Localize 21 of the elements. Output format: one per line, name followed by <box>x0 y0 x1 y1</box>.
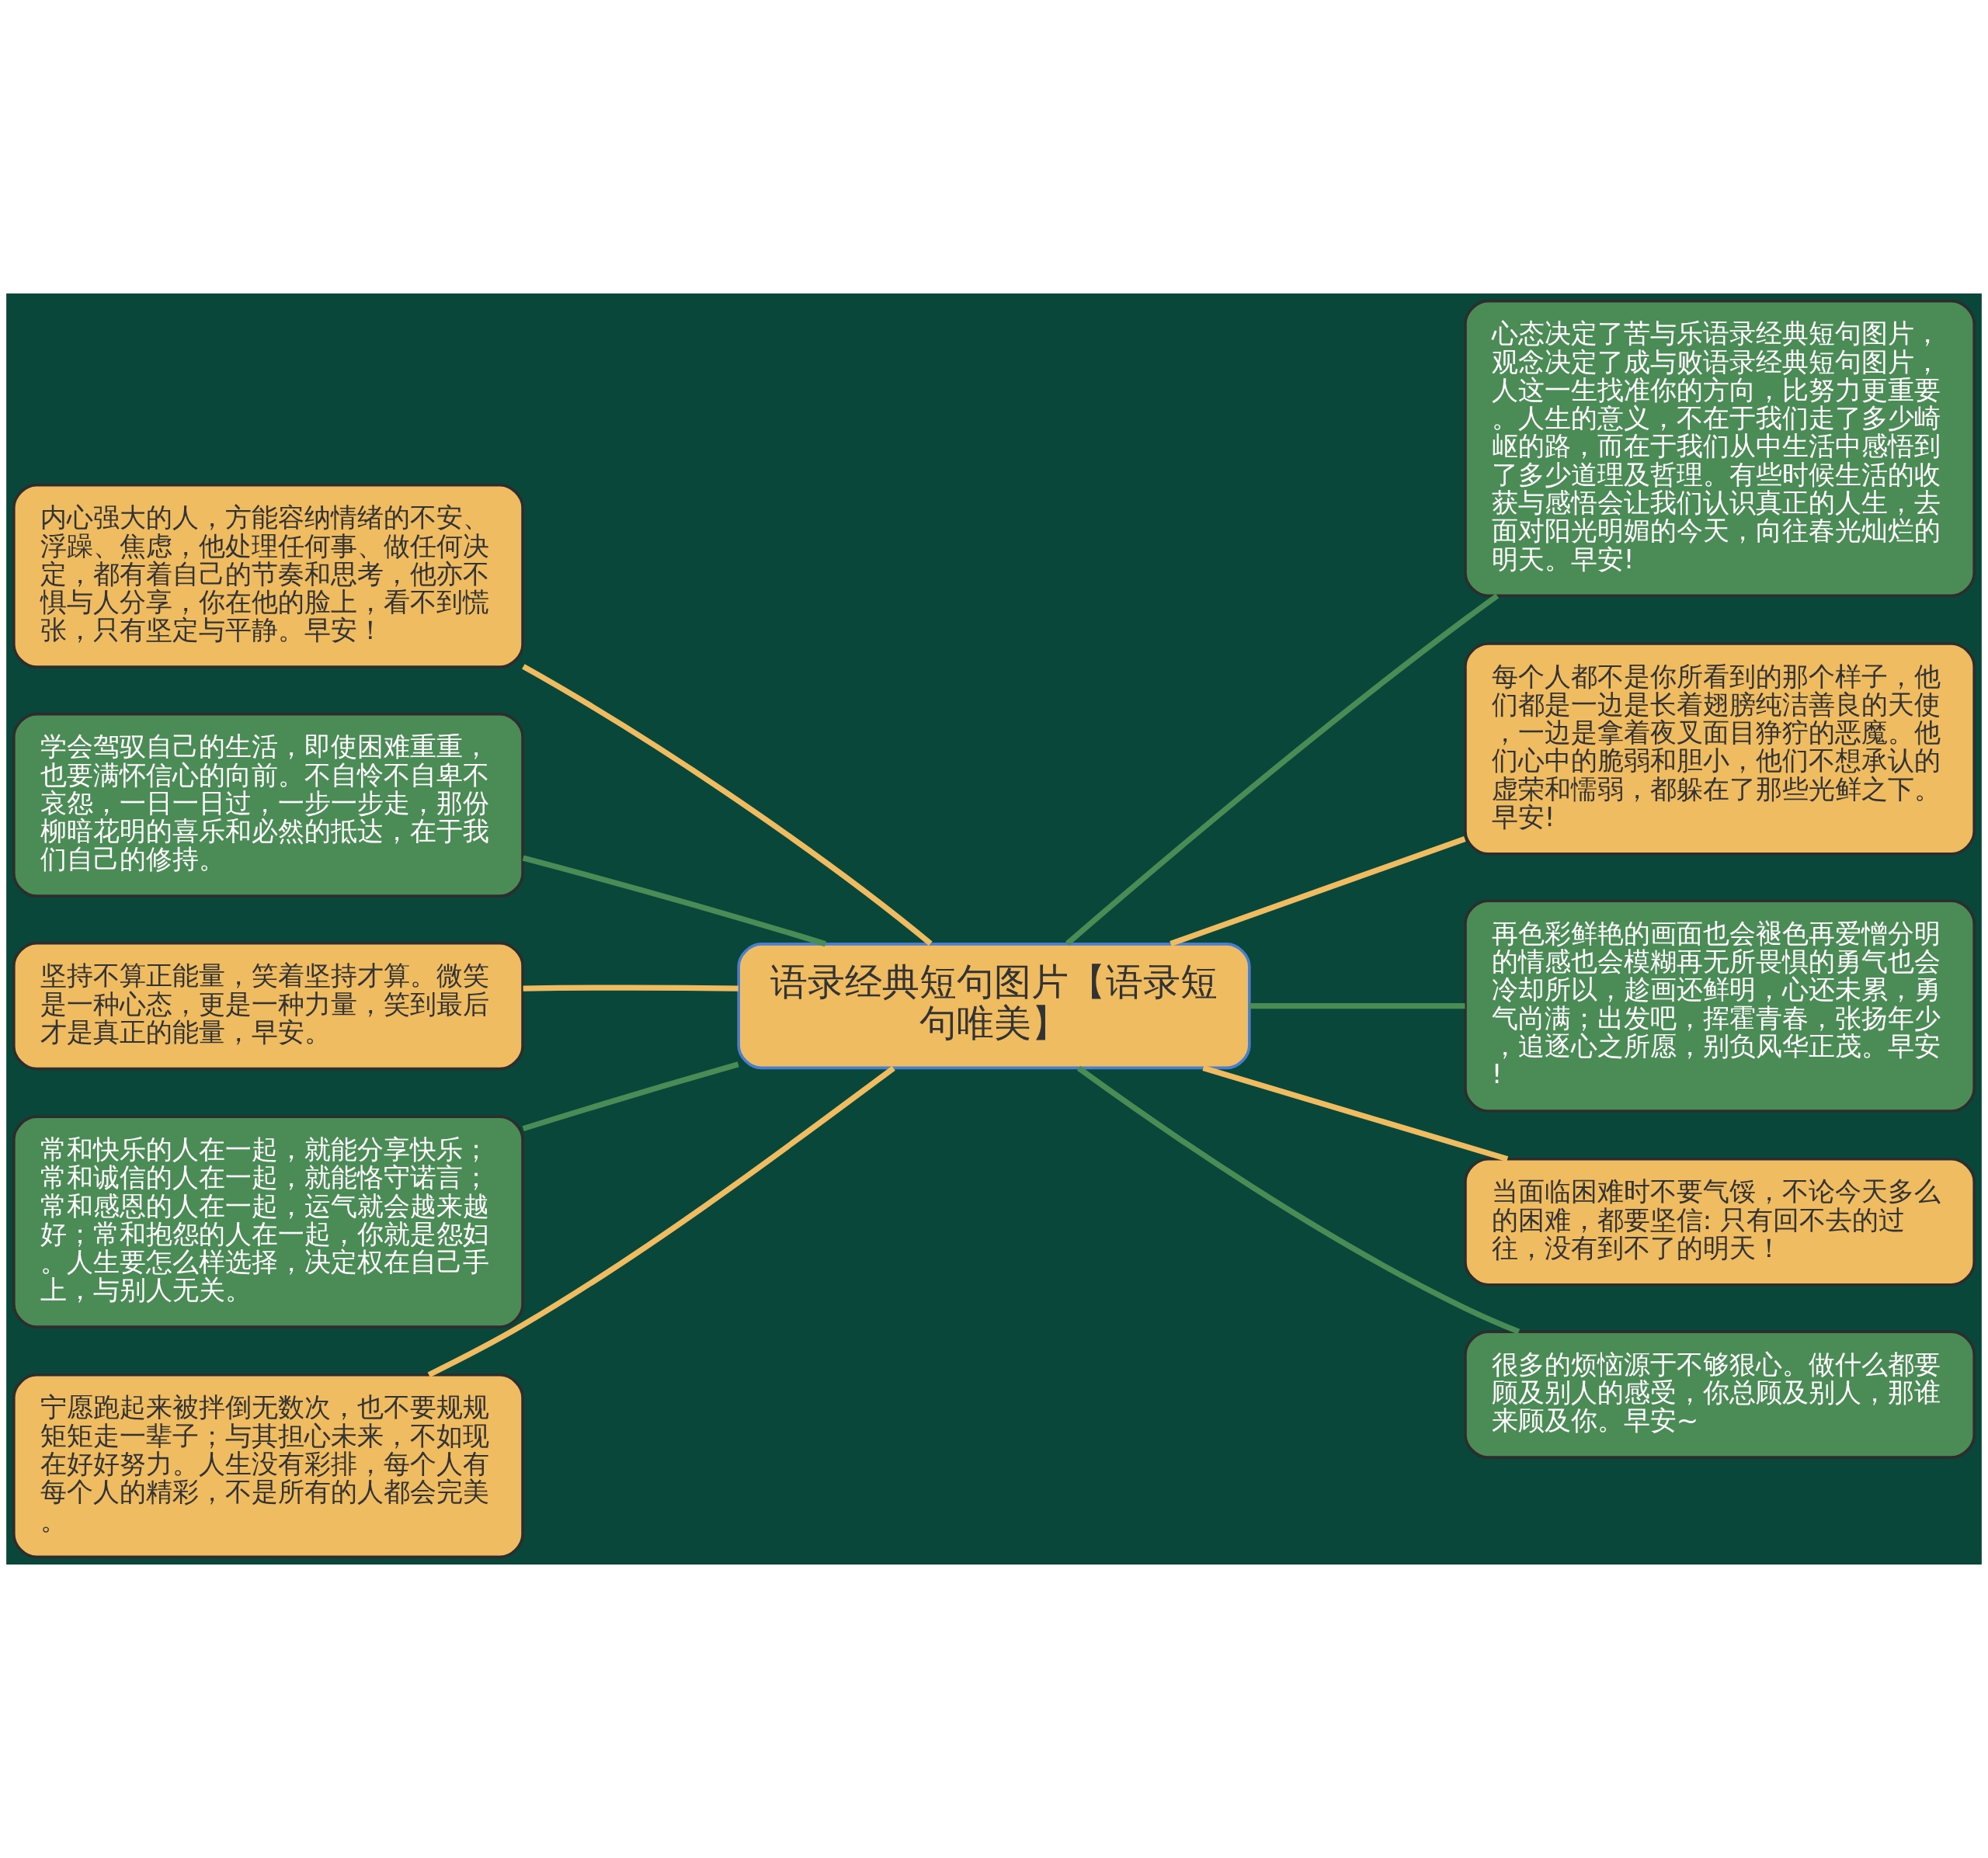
connector <box>1202 1065 1509 1162</box>
node-box: 语录经典短句图片【语录短句唯美】 <box>737 943 1251 1070</box>
node-box: 每个人都不是你所看到的那个样子，他们都是一边是长着翅膀纯洁善良的天使，一边是拿着夜叉面目狰狞的恶魔。他们心中的脆弱和胆小，他们不想承认的虚荣和懦弱，都躲在了那些光鲜之下。早安! <box>1464 642 1976 856</box>
connector <box>523 985 739 992</box>
connector <box>522 664 933 946</box>
node-box: 再色彩鲜艳的画面也会褪色再爱憎分明的情感也会模糊再无所畏惧的勇气也会冷却所以，趁画还鲜明，心还未累，勇气尚满；出发吧，挥霍青春，张扬年少，追逐心之所愿，别负风华正茂。早安! <box>1464 899 1976 1113</box>
connector <box>1065 593 1500 946</box>
connector <box>1170 836 1466 946</box>
node-box: 坚持不算正能量，笑着坚持才算。微笑是一种心态，更是一种力量，笑到最后才是真正的能量，早安。 <box>12 941 524 1071</box>
connector <box>427 1065 895 1377</box>
connector <box>1077 1065 1521 1335</box>
connector <box>522 1061 739 1132</box>
node-box: 当面临困难时不要气馁，不论今天多么的困难，都要坚信: 只有回不去的过往，没有到不了的明天！ <box>1464 1157 1976 1287</box>
node-box: 很多的烦恼源于不够狠心。做什么都要顾及别人的感受，你总顾及别人，那谁来顾及你。早安~ <box>1464 1330 1976 1459</box>
node-box: 学会驾驭自己的生活，即使困难重重，也要满怀信心的向前。不自怜不自卑不哀怨，一日一日过，一步一步走，那份柳暗花明的喜乐和必然的抵达，在于我们自己的修持。 <box>12 712 524 898</box>
node-box: 内心强大的人，方能容纳情绪的不安、浮躁、焦虑，他处理任何事、做任何决定，都有着自己的节奏和思考，他亦不惧与人分享，你在他的脸上，看不到慌张，只有坚定与平静。早安！ <box>12 483 524 669</box>
node-box: 宁愿跑起来被拌倒无数次，也不要规规矩矩走一辈子；与其担心未来，不如现在好好努力。人生没有彩排，每个人有每个人的精彩，不是所有的人都会完美。 <box>12 1373 524 1559</box>
node-box: 常和快乐的人在一起，就能分享快乐；常和诚信的人在一起，就能恪守诺言；常和感恩的人在一起，运气就会越来越好；常和抱怨的人在一起，你就是怨妇。人生要怎么样选择，决定权在自己手上，与别人无关。 <box>12 1115 524 1328</box>
connector <box>1249 1003 1465 1009</box>
connector <box>522 855 826 947</box>
node-box: 心态决定了苦与乐语录经典短句图片，观念决定了成与败语录经典短句图片，人这一生找准你的方向，比努力更重要。人生的意义，不在于我们走了多少崎岖的路，而在于我们从中生活中感悟到了多少道理及哲理。有些时候生活的收获与感悟会让我们认识真正的人生，去面对阳光明媚的今天，向往春光灿烂的明天。早安! <box>1464 299 1976 598</box>
